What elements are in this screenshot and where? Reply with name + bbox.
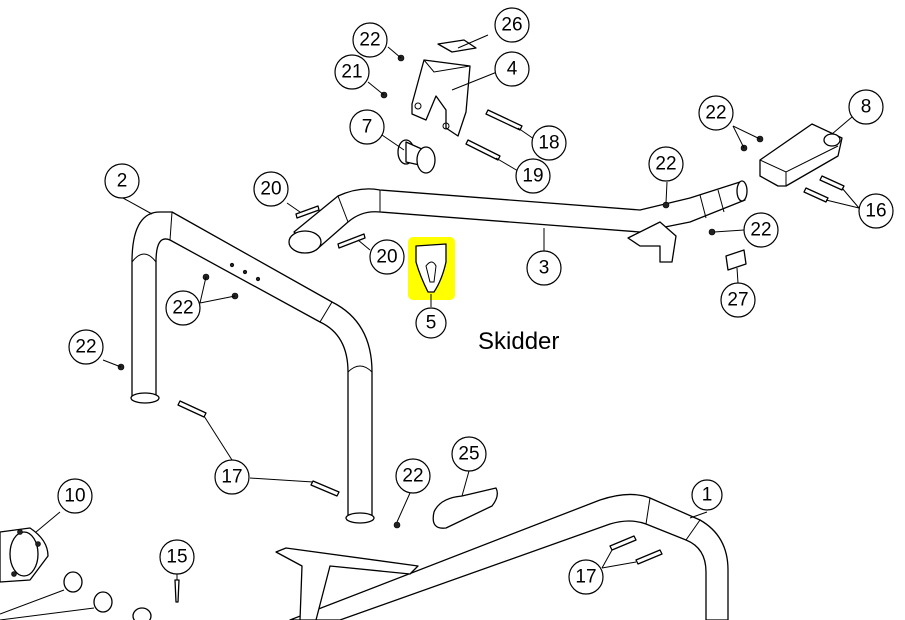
part-7-roller: [397, 139, 436, 174]
callout-20: 20: [369, 239, 405, 275]
callout-8: 8: [848, 89, 884, 125]
callout-22: 22: [352, 22, 388, 58]
svg-text:5: 5: [426, 313, 437, 334]
svg-text:10: 10: [64, 486, 85, 507]
svg-text:22: 22: [359, 30, 380, 51]
callout-27: 27: [720, 282, 756, 318]
part-27-decal: [725, 249, 747, 271]
part-17-bolts: [177, 400, 340, 497]
callout-21: 21: [334, 54, 370, 90]
svg-text:17: 17: [221, 467, 242, 488]
svg-text:21: 21: [341, 62, 362, 83]
svg-text:22: 22: [75, 337, 96, 358]
svg-text:15: 15: [166, 547, 187, 568]
callout-22: 22: [648, 146, 684, 182]
callout-17: 17: [214, 459, 250, 495]
callout-4: 4: [494, 51, 530, 87]
callout-16: 16: [858, 193, 894, 229]
callout-2: 2: [104, 163, 140, 199]
svg-text:22: 22: [402, 466, 423, 487]
callout-20: 20: [253, 171, 289, 207]
svg-text:3: 3: [539, 258, 550, 279]
callout-22: 22: [165, 290, 201, 326]
part-10-hub: [0, 527, 152, 620]
svg-text:18: 18: [538, 133, 559, 154]
svg-text:22: 22: [705, 103, 726, 124]
callout-18: 18: [531, 125, 567, 161]
svg-text:4: 4: [507, 59, 518, 80]
svg-text:26: 26: [501, 15, 522, 36]
svg-text:17: 17: [575, 567, 596, 588]
part-4-bracket: [380, 39, 477, 137]
svg-text:1: 1: [702, 485, 713, 506]
svg-text:27: 27: [727, 290, 748, 311]
callout-1: 1: [691, 479, 723, 511]
callout-19: 19: [515, 158, 551, 194]
callout-5: 5: [415, 307, 447, 339]
part-20-bolts: [295, 205, 366, 249]
callout-22: 22: [68, 329, 104, 365]
part-16-bolts: [803, 175, 845, 203]
part-15-pin: [174, 579, 180, 603]
callout-26: 26: [494, 7, 530, 43]
svg-text:2: 2: [117, 171, 128, 192]
svg-text:8: 8: [861, 97, 872, 118]
part-5-hook: [415, 243, 447, 293]
part-25-pad: [432, 487, 498, 529]
callout-10: 10: [57, 478, 93, 514]
leader-lines: [0, 34, 860, 620]
callout-22: 22: [395, 458, 431, 494]
callout-22: 22: [743, 212, 779, 248]
svg-text:25: 25: [458, 444, 479, 465]
svg-text:22: 22: [172, 298, 193, 319]
callout-17: 17: [568, 559, 604, 595]
callout-25: 25: [451, 436, 487, 472]
part-8-coupler: [740, 123, 843, 187]
svg-text:16: 16: [865, 201, 886, 222]
diagram-title: Skidder: [478, 328, 559, 355]
part-1-lower-hoop: [275, 493, 729, 620]
svg-text:20: 20: [260, 179, 281, 200]
svg-text:7: 7: [362, 117, 373, 138]
svg-text:20: 20: [376, 247, 397, 268]
callout-15: 15: [159, 539, 195, 575]
part-3-tube: [288, 180, 748, 263]
svg-text:19: 19: [522, 166, 543, 187]
callout-22: 22: [698, 95, 734, 131]
svg-text:22: 22: [655, 154, 676, 175]
svg-text:22: 22: [750, 220, 771, 241]
callout-7: 7: [349, 109, 385, 145]
part-18-19-bolts: [465, 109, 523, 161]
callout-3: 3: [526, 250, 562, 286]
